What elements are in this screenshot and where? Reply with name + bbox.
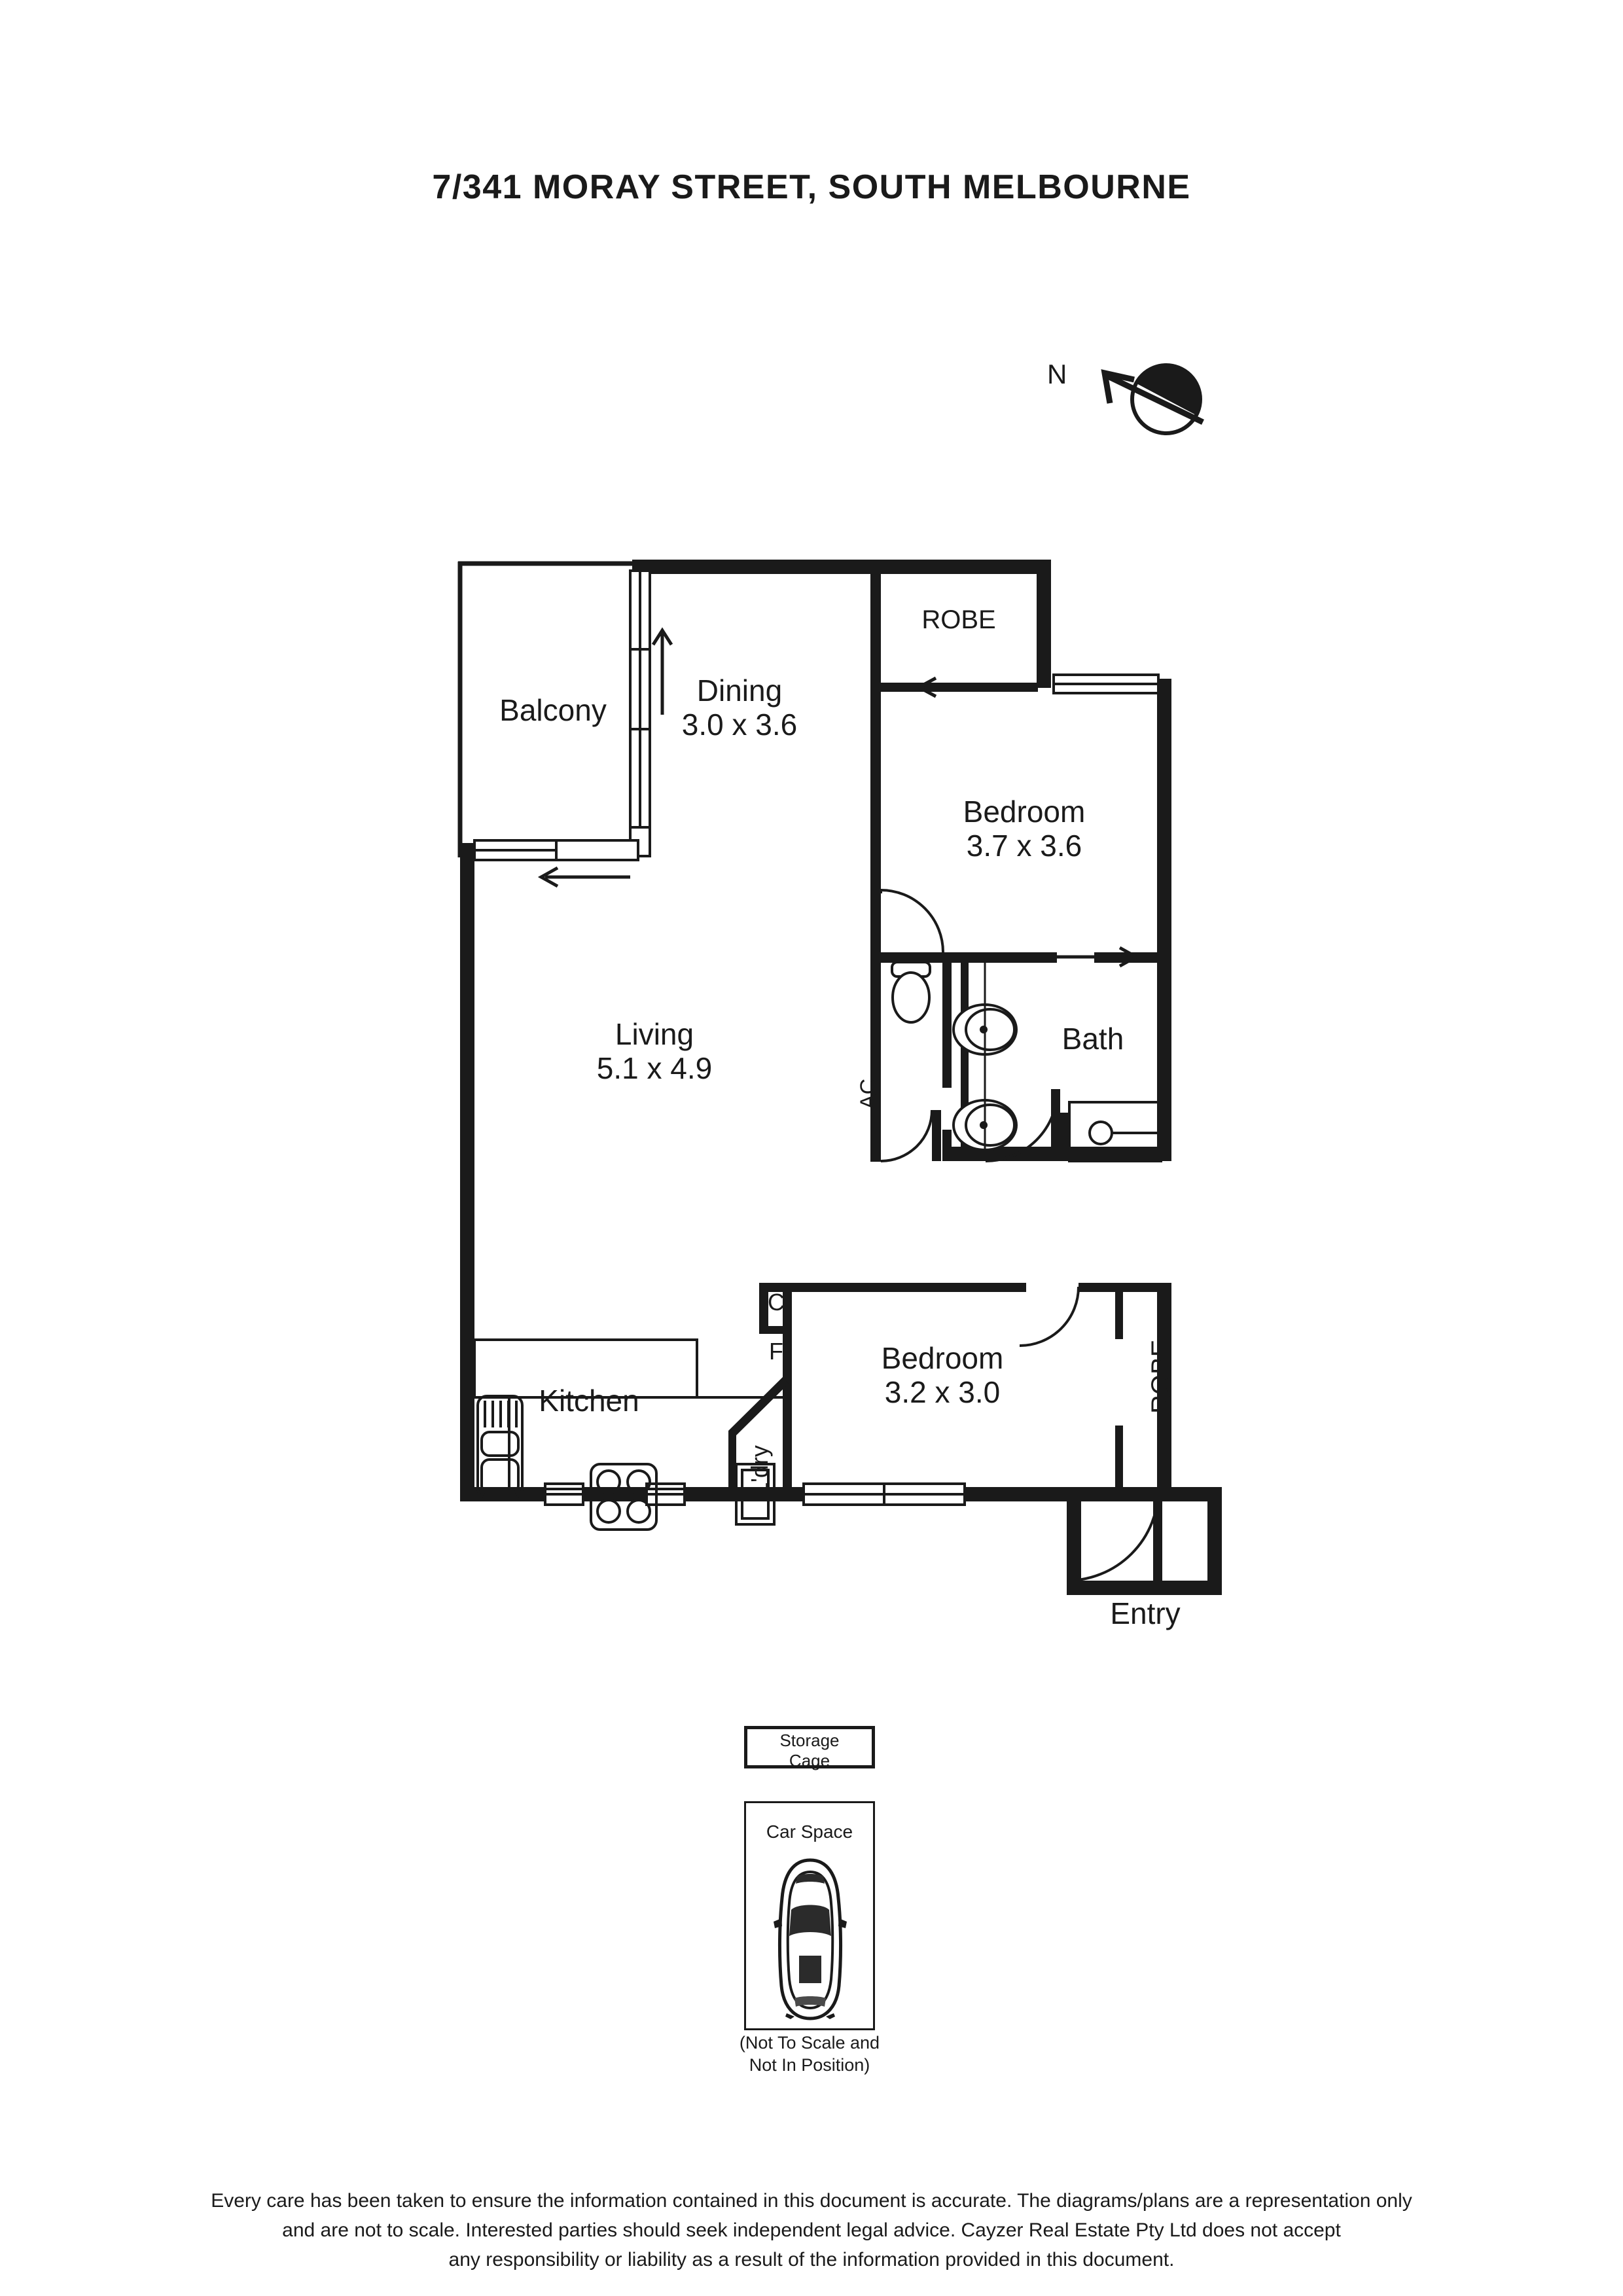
storage-cage-label: Storage Cage: [744, 1731, 875, 1770]
room-label-living: Living 5.1 x 4.9: [596, 1017, 713, 1085]
car-space-box: [744, 1801, 875, 2030]
annotation-robe-bedroom-2: ROBE: [1147, 1339, 1175, 1414]
storage-cage-box: [744, 1726, 875, 1768]
storage-cage-line-1: Storage: [779, 1731, 840, 1750]
page-title: 7/341 MORAY STREET, SOUTH MELBOURNE: [432, 168, 1191, 206]
disclaimer-line-3: any responsibility or liability as a res…: [448, 2249, 1175, 2270]
disclaimer-line-2: and are not to scale. Interested parties…: [282, 2219, 1341, 2241]
annotation-robe-bedroom-1: ROBE: [921, 605, 996, 634]
compass-rose: N: [1047, 340, 1243, 458]
room-label-bath: Bath: [1061, 1022, 1124, 1056]
annotation-cupboard: C: [768, 1289, 785, 1316]
disclaimer: Every care has been taken to ensure the …: [59, 2186, 1564, 2274]
north-arrow-icon: [1101, 363, 1204, 435]
room-label-bedroom-2: Bedroom 3.2 x 3.0: [881, 1341, 1004, 1409]
storage-cage-line-2: Cage: [789, 1750, 830, 1770]
car-space-label: Car Space: [766, 1821, 853, 1842]
kitchen-fixtures: [473, 1338, 785, 1531]
car-space-note: (Not To Scale and Not In Position): [679, 2032, 940, 2077]
room-label-balcony: Balcony: [499, 693, 607, 727]
disclaimer-line-1: Every care has been taken to ensure the …: [211, 2190, 1412, 2212]
room-label-dining: Dining 3.0 x 3.6: [681, 673, 798, 742]
compass-north-label: N: [1047, 359, 1067, 389]
car-top-view-icon: [771, 1857, 849, 2021]
room-label-entry: Entry: [1110, 1596, 1181, 1630]
bathroom-fixtures: [891, 960, 1162, 1162]
annotation-ac: AC: [856, 1078, 881, 1109]
car-space-note-line-1: (Not To Scale and: [739, 2033, 880, 2053]
room-label-kitchen: Kitchen: [539, 1384, 639, 1418]
door-swings: [880, 889, 1162, 1582]
sliding-door-arrows: [537, 627, 1140, 968]
windows: [473, 569, 1160, 1506]
room-label-bedroom-1: Bedroom 3.7 x 3.6: [963, 795, 1086, 863]
annotation-laundry: L'dry: [746, 1445, 773, 1496]
car-space-note-line-2: Not In Position): [749, 2054, 870, 2075]
car-icon-svg: [774, 1858, 847, 2020]
annotation-fridge: F: [769, 1338, 783, 1365]
